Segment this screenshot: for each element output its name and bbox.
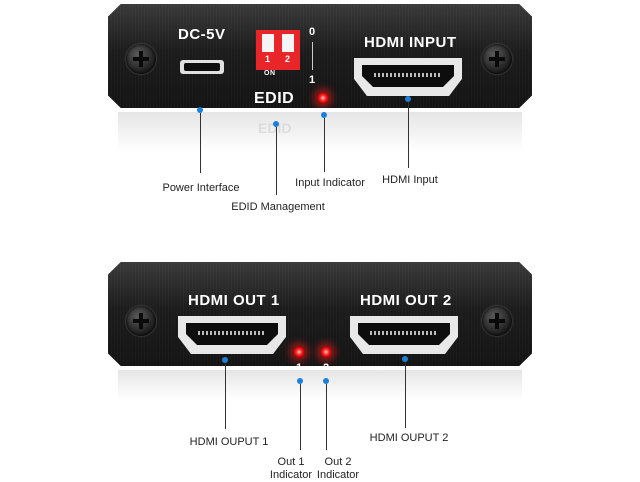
out-2-indicator-line2: Indicator <box>316 469 360 481</box>
dip-switch-2 <box>282 34 294 52</box>
right-screw <box>482 44 512 74</box>
input-indicator-led <box>317 92 329 104</box>
input-indicator-line <box>324 118 325 172</box>
dip-number-2: 2 <box>285 54 291 64</box>
hdmi-input-port <box>354 58 462 96</box>
position-arrow <box>312 42 313 70</box>
left-screw <box>126 44 156 74</box>
dip-switch-1 <box>262 34 274 52</box>
hdmi-output-1-callout: HDMI OUPUT 1 <box>189 436 269 448</box>
hdmi-out-2-line <box>405 362 406 428</box>
left-screw <box>126 306 156 336</box>
hdmi-out-1-port <box>178 316 286 354</box>
edid-marker <box>273 121 279 127</box>
switch-on-mark: ON <box>264 70 276 77</box>
right-screw <box>482 306 512 336</box>
out-1-indicator-line1: Out 1 <box>277 456 305 468</box>
input-indicator-marker <box>321 112 327 118</box>
bottom-reflection <box>118 370 522 400</box>
hdmi-out-2-label: HDMI OUT 2 <box>360 292 452 309</box>
power-port <box>180 60 224 74</box>
edid-management-callout: EDID Management <box>231 201 325 213</box>
out-2-indicator-marker <box>323 378 329 384</box>
hdmi-output-2-callout: HDMI OUPUT 2 <box>369 432 449 444</box>
input-indicator-callout: Input Indicator <box>295 177 365 189</box>
hdmi-input-line <box>408 102 409 168</box>
led-number-2: 2 <box>323 362 330 374</box>
out-2-indicator-line1: Out 2 <box>324 456 352 468</box>
out-1-indicator-callout: Out 1 Indicator <box>270 456 312 482</box>
edid-line <box>276 127 277 195</box>
hdmi-input-label: HDMI INPUT <box>364 34 457 51</box>
led-number-1: 1 <box>296 362 303 374</box>
out-1-indicator-line2: Indicator <box>269 469 313 481</box>
hdmi-out-2-port <box>350 316 458 354</box>
hdmi-out-2-marker <box>402 356 408 362</box>
top-reflection: EDID <box>118 112 522 152</box>
reflection-text: EDID <box>258 120 292 136</box>
position-mark-0: 0 <box>309 26 316 38</box>
edid-label: EDID <box>254 90 295 107</box>
input-side-panel: DC-5V 1 2 ON 0 1 EDID HDMI INPUT <box>108 4 532 108</box>
out-1-indicator-led <box>293 346 305 358</box>
out-2-indicator-line <box>326 384 327 450</box>
hdmi-input-callout: HDMI Input <box>382 174 438 186</box>
position-mark-1: 1 <box>309 74 316 86</box>
out-2-indicator-led <box>320 346 332 358</box>
out-1-indicator-marker <box>297 378 303 384</box>
output-side-panel: HDMI OUT 1 HDMI OUT 2 1 2 <box>108 262 532 366</box>
power-marker <box>197 107 203 113</box>
hdmi-out-1-line <box>225 363 226 429</box>
dc-5v-label: DC-5V <box>178 26 226 43</box>
hdmi-out-1-marker <box>222 357 228 363</box>
out-1-indicator-line <box>300 384 301 450</box>
power-interface-callout: Power Interface <box>162 182 240 194</box>
power-line <box>200 113 201 173</box>
dip-number-1: 1 <box>265 54 271 64</box>
hdmi-out-1-label: HDMI OUT 1 <box>188 292 280 309</box>
hdmi-input-marker <box>405 96 411 102</box>
edid-dip-switch: 1 2 <box>256 30 300 70</box>
out-2-indicator-callout: Out 2 Indicator <box>317 456 359 482</box>
